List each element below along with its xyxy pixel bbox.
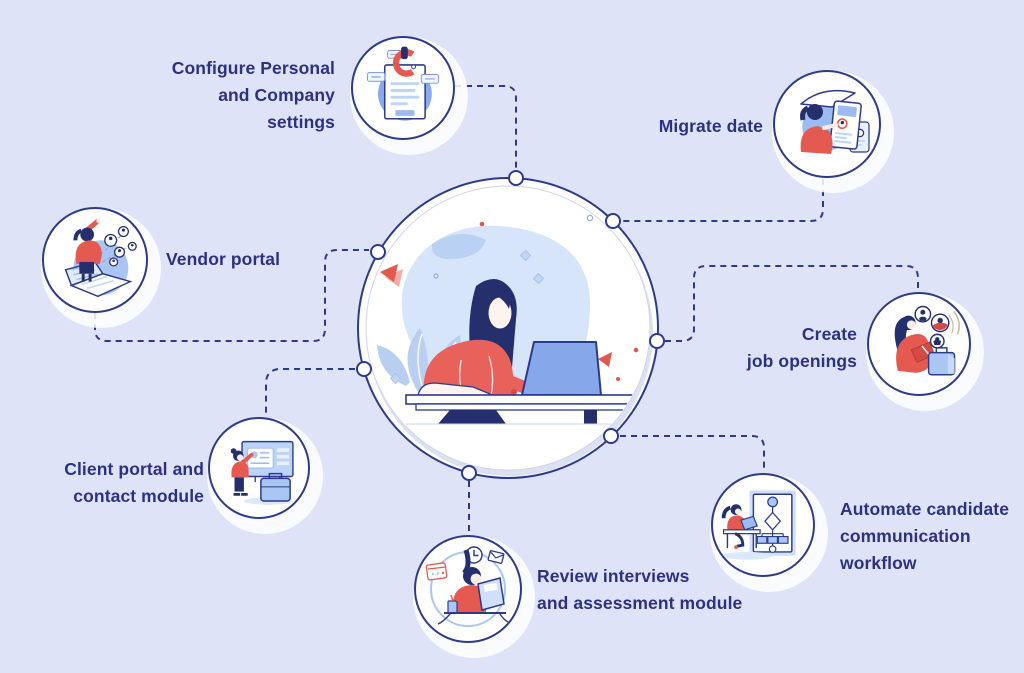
woman-at-desk-illustration [356,170,665,481]
node-review-interviews [413,535,535,658]
label-automate-workflow: Automate candidate communication workflo… [840,499,1010,573]
node-automate-workflow [710,473,828,592]
label-client-portal: Client portal and contact module [64,459,204,506]
label-configure-settings: Configure Personal and Company settings [171,58,335,132]
node-create-job-openings [866,292,984,411]
node-configure-settings [350,36,468,155]
document-settings-icon [366,46,440,121]
client-portal-icon [230,440,294,505]
node-client-portal [207,417,323,534]
label-review-interviews: Review interviews and assessment module [537,566,743,613]
workflow-board-icon [721,490,796,560]
vendor-laptop-icon [64,218,137,298]
node-vendor-portal [41,207,161,328]
label-vendor-portal: Vendor portal [166,249,281,269]
label-create-job-openings: Create job openings [746,324,857,371]
hub-circle [340,160,690,510]
label-migrate-date: Migrate date [658,116,763,136]
migrate-documents-icon [800,89,870,154]
ring-node-dots [356,170,665,481]
node-migrate-date [772,70,894,193]
review-interviews-icon [425,546,509,627]
job-openings-icon [894,305,960,376]
